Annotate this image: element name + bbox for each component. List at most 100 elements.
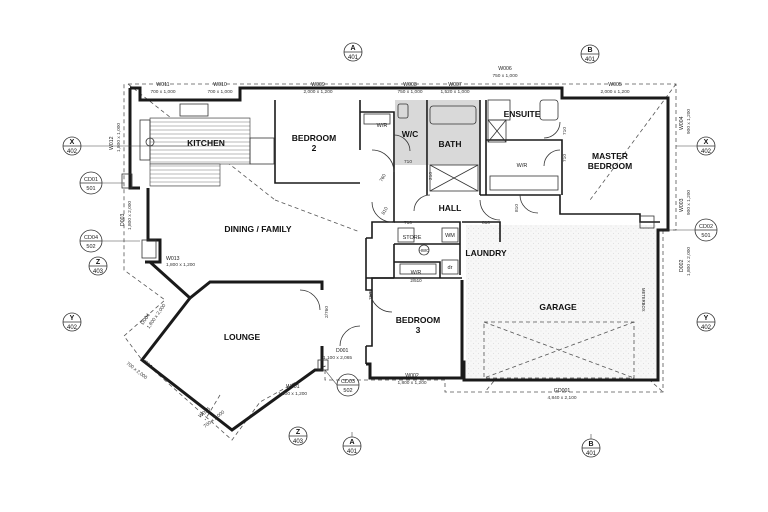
room-label-wir3: W/R (411, 270, 422, 276)
svg-text:CD04: CD04 (84, 235, 98, 241)
svg-text:1,520 x 1,000: 1,520 x 1,000 (440, 89, 469, 95)
svg-text:403: 403 (293, 439, 304, 445)
svg-text:W011: W011 (156, 82, 169, 88)
svg-text:401: 401 (347, 449, 358, 455)
door-size-labels: 710 710 710 710 760 760 810 810 810 2/76… (324, 127, 568, 318)
garage-floor (466, 225, 656, 378)
svg-text:W010: W010 (213, 82, 227, 88)
door-swings (299, 121, 561, 347)
svg-text:750 x 1,000: 750 x 1,000 (492, 73, 517, 79)
room-label-master: MASTER (592, 151, 628, 161)
room-label-wir2: W/R (517, 163, 528, 169)
svg-text:W005: W005 (608, 82, 622, 88)
svg-text:D001: D001 (336, 348, 349, 354)
room-label-bedroom2-num: 2 (312, 143, 317, 153)
svg-text:1,800 x 2,000: 1,800 x 2,000 (127, 201, 133, 230)
svg-text:900 x 1,200: 900 x 1,200 (686, 190, 692, 215)
svg-text:401: 401 (348, 55, 359, 61)
svg-text:4,840 x 2,100: 4,840 x 2,100 (547, 395, 576, 401)
svg-text:502: 502 (343, 388, 352, 394)
svg-text:W004: W004 (679, 116, 685, 130)
svg-text:W006: W006 (498, 66, 512, 72)
svg-text:Y: Y (70, 315, 75, 322)
svg-text:402: 402 (701, 325, 712, 331)
svg-text:2,000 x 1,200: 2,000 x 1,200 (600, 89, 629, 95)
meterbox-label: METERBOX (641, 288, 646, 312)
room-label-lounge: LOUNGE (224, 332, 261, 342)
svg-text:W009: W009 (311, 82, 325, 88)
room-label-wc: W/C (402, 129, 419, 139)
svg-text:501: 501 (701, 233, 710, 239)
svg-text:401: 401 (585, 57, 596, 63)
svg-text:402: 402 (67, 149, 78, 155)
svg-text:W001: W001 (286, 384, 300, 390)
svg-text:CD01: CD01 (84, 177, 98, 183)
svg-text:1,800 x 2,000: 1,800 x 2,000 (686, 247, 692, 276)
svg-text:A: A (350, 45, 355, 52)
svg-text:W008: W008 (403, 82, 417, 88)
room-label-hwc: HWC (419, 248, 430, 253)
room-label-wm: WM (445, 233, 455, 239)
svg-text:1,800 x 1,000: 1,800 x 1,000 (116, 123, 122, 152)
svg-text:502: 502 (86, 244, 95, 250)
svg-text:B: B (587, 47, 592, 54)
detail-markers (79, 171, 718, 397)
wc-floor (395, 100, 427, 165)
garage-door-outline (483, 321, 635, 379)
svg-text:402: 402 (701, 149, 712, 155)
svg-text:403: 403 (93, 269, 104, 275)
svg-text:CD03: CD03 (341, 379, 355, 385)
svg-text:Z: Z (96, 259, 101, 266)
bathroom-fixtures (363, 99, 559, 275)
room-label-master-2: BEDROOM (588, 161, 632, 171)
svg-text:W012: W012 (109, 136, 115, 150)
svg-text:710: 710 (404, 220, 412, 226)
svg-text:1,800 x 1,200: 1,800 x 1,200 (278, 391, 307, 397)
room-label-kitchen: KITCHEN (187, 138, 225, 148)
svg-text:D002: D002 (679, 259, 685, 272)
svg-text:D003: D003 (120, 213, 126, 226)
svg-text:810: 810 (514, 204, 520, 212)
svg-text:1,800 x 1,200: 1,800 x 1,200 (397, 380, 426, 386)
svg-text:710: 710 (404, 159, 412, 165)
svg-text:X: X (70, 139, 75, 146)
svg-text:401: 401 (586, 451, 597, 457)
kitchen-benches (139, 103, 275, 187)
svg-text:A: A (349, 439, 354, 446)
svg-text:B: B (588, 441, 593, 448)
svg-text:501: 501 (86, 186, 95, 192)
svg-text:750 x 1,000: 750 x 1,000 (397, 89, 422, 95)
bath-floor (428, 100, 480, 165)
svg-text:CD02: CD02 (699, 224, 713, 230)
section-marker-text: A 401 B 401 X 402 X 402 Y 402 Y 402 Z 40… (67, 45, 712, 457)
window-labels-top: W011 700 x 1,000 W010 700 x 1,000 W009 2… (150, 66, 629, 95)
exterior-walls (128, 86, 670, 432)
svg-text:2/760: 2/760 (324, 306, 330, 318)
room-label-bedroom3: BEDROOM (396, 315, 440, 325)
svg-text:Y: Y (704, 315, 709, 322)
room-label-dining: DINING / FAMILY (224, 224, 292, 234)
room-label-bedroom3-num: 3 (416, 325, 421, 335)
detail-marker-text: CD01 501 CD02 501 CD03 502 CD04 502 (84, 177, 713, 394)
svg-text:760: 760 (368, 292, 374, 300)
svg-text:210: 210 (428, 172, 434, 180)
room-label-wir1: W/R (377, 123, 388, 129)
room-label-hall: HALL (439, 203, 462, 213)
svg-text:X: X (704, 139, 709, 146)
room-label-ensuite: ENSUITE (504, 109, 541, 119)
svg-text:900 x 1,200: 900 x 1,200 (686, 109, 692, 134)
room-label-wir3-size: 2/510 (410, 278, 422, 283)
svg-text:810: 810 (381, 206, 390, 216)
svg-text:710: 710 (562, 154, 568, 162)
svg-text:Z: Z (296, 429, 301, 436)
svg-text:W013: W013 (166, 256, 180, 262)
svg-text:2,000 x 1,200: 2,000 x 1,200 (303, 89, 332, 95)
svg-text:W003: W003 (679, 198, 685, 212)
interior-walls (274, 100, 660, 364)
room-label-bath: BATH (439, 139, 462, 149)
svg-text:700 x 1,000: 700 x 1,000 (150, 89, 175, 95)
svg-text:W007: W007 (448, 82, 462, 88)
svg-text:810: 810 (482, 220, 490, 226)
svg-text:710: 710 (562, 127, 568, 135)
room-label-laundry: LAUNDRY (465, 248, 507, 258)
